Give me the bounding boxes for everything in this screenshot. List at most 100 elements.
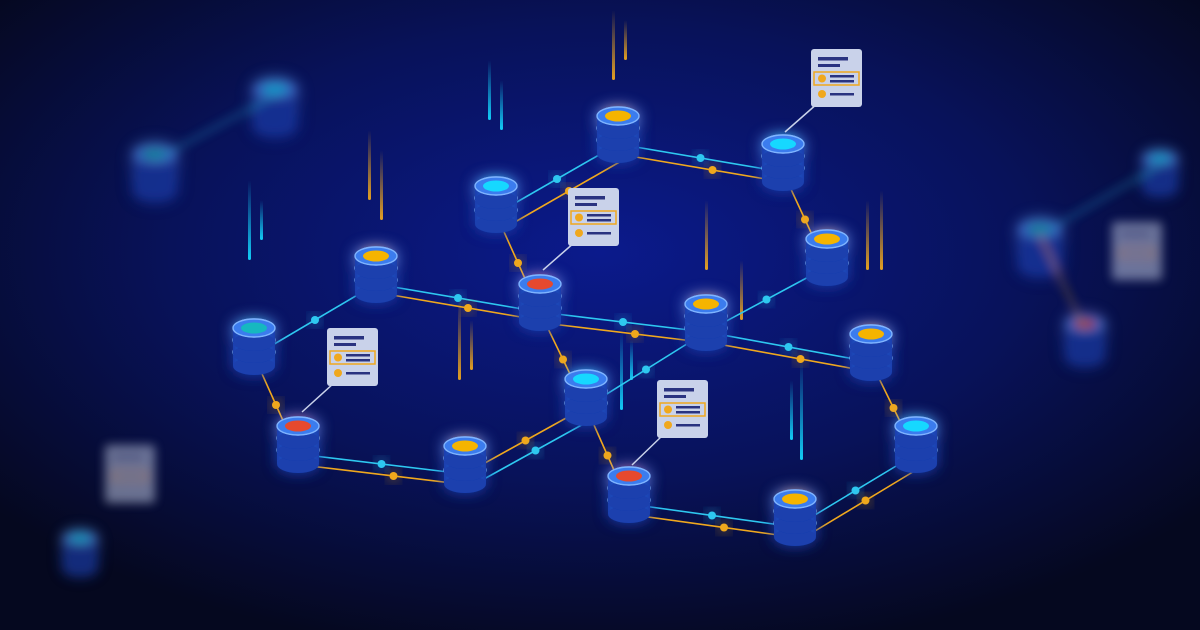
data-beam xyxy=(470,320,473,370)
database-icon xyxy=(518,274,562,331)
link-node-dot xyxy=(889,404,898,412)
bullet-icon xyxy=(334,369,342,377)
data-beam xyxy=(790,380,793,440)
link-node-dot xyxy=(311,316,319,324)
link-node-dot xyxy=(696,154,705,162)
data-beam xyxy=(488,60,491,120)
link-node-dot xyxy=(559,355,567,364)
card-text-line xyxy=(830,75,854,78)
check-icon xyxy=(664,405,672,414)
data-beam xyxy=(880,190,883,270)
link-node-dot xyxy=(642,365,650,374)
database-icon xyxy=(443,436,487,493)
link-node-dot xyxy=(762,295,771,304)
data-beam xyxy=(458,300,461,380)
background-blurred-nodes xyxy=(62,79,1178,576)
card-pointer-line xyxy=(631,433,665,466)
card-highlight-box xyxy=(570,210,617,225)
card-pointer-line xyxy=(301,382,335,413)
card-text-line xyxy=(676,411,700,414)
link-node-dot xyxy=(531,446,540,455)
database-icon xyxy=(773,489,817,546)
database-icon xyxy=(684,294,728,351)
bullet-icon xyxy=(818,90,826,98)
blurred-document-card xyxy=(105,445,155,503)
card-text-line xyxy=(587,219,611,222)
card-highlight-box xyxy=(329,350,376,365)
data-beam xyxy=(260,200,263,240)
link-node-dot xyxy=(272,401,280,409)
link-node-dot xyxy=(708,511,716,520)
card-highlight-box xyxy=(813,71,860,86)
database-icon xyxy=(607,466,651,523)
card-text-line xyxy=(818,64,840,67)
blurred-database-icon xyxy=(133,144,177,201)
database-icon xyxy=(354,246,398,303)
card-text-line xyxy=(676,424,700,427)
card-text-line xyxy=(587,232,611,235)
database-icon xyxy=(564,369,608,426)
link-node-dot xyxy=(553,175,561,183)
document-card xyxy=(811,49,862,107)
card-text-line xyxy=(346,372,370,375)
card-title-line xyxy=(575,196,605,200)
blurred-document-card xyxy=(1112,222,1162,280)
data-beam xyxy=(248,180,251,260)
database-nodes xyxy=(232,106,938,546)
blurred-database-icon xyxy=(1065,314,1105,366)
data-beam xyxy=(612,10,615,80)
card-text-line xyxy=(575,203,597,206)
link-node-dot xyxy=(796,355,805,363)
link-node-dot xyxy=(464,304,472,312)
link-node-dot xyxy=(851,486,860,495)
card-title-line xyxy=(818,57,848,61)
card-text-line xyxy=(346,354,370,357)
link-node-dot xyxy=(454,294,462,302)
blurred-database-icon xyxy=(253,79,297,136)
database-icon xyxy=(849,324,893,381)
link-node-dot xyxy=(521,436,530,445)
card-pointer-line xyxy=(542,241,576,271)
blurred-link xyxy=(154,94,276,161)
data-beam xyxy=(630,340,633,380)
link-node-dot xyxy=(631,330,639,338)
card-text-line xyxy=(830,80,854,83)
database-icon xyxy=(761,134,805,191)
document-card xyxy=(657,380,708,438)
link-node-dot xyxy=(784,343,793,351)
data-beam xyxy=(624,20,627,60)
document-card xyxy=(568,188,619,246)
link-node-dot xyxy=(720,523,728,532)
link-node-dot xyxy=(514,259,522,267)
link-node-dot xyxy=(708,166,717,174)
check-icon xyxy=(818,74,826,83)
blurred-link xyxy=(1039,164,1161,236)
blurred-database-icon xyxy=(1142,150,1178,196)
check-icon xyxy=(575,213,583,222)
card-text-line xyxy=(334,343,356,346)
card-highlight-box xyxy=(659,402,706,417)
blurred-link xyxy=(1039,234,1086,331)
card-title-line xyxy=(334,336,364,340)
card-text-line xyxy=(587,214,611,217)
database-icon xyxy=(276,416,320,473)
card-text-line xyxy=(664,395,686,398)
data-beams xyxy=(248,10,883,460)
link-node-dot xyxy=(603,451,612,460)
link-node-dot xyxy=(389,472,398,480)
database-icon xyxy=(805,229,849,286)
check-icon xyxy=(334,353,342,362)
document-cards xyxy=(301,49,862,466)
data-beam xyxy=(620,330,623,410)
card-text-line xyxy=(830,93,854,96)
link-node-dot xyxy=(377,460,386,468)
data-beam xyxy=(500,80,503,130)
data-beam xyxy=(866,200,869,270)
link-node-dot xyxy=(801,215,809,224)
data-beam xyxy=(740,260,743,320)
card-text-line xyxy=(676,406,700,409)
bullet-icon xyxy=(575,229,583,237)
data-beam xyxy=(380,150,383,220)
